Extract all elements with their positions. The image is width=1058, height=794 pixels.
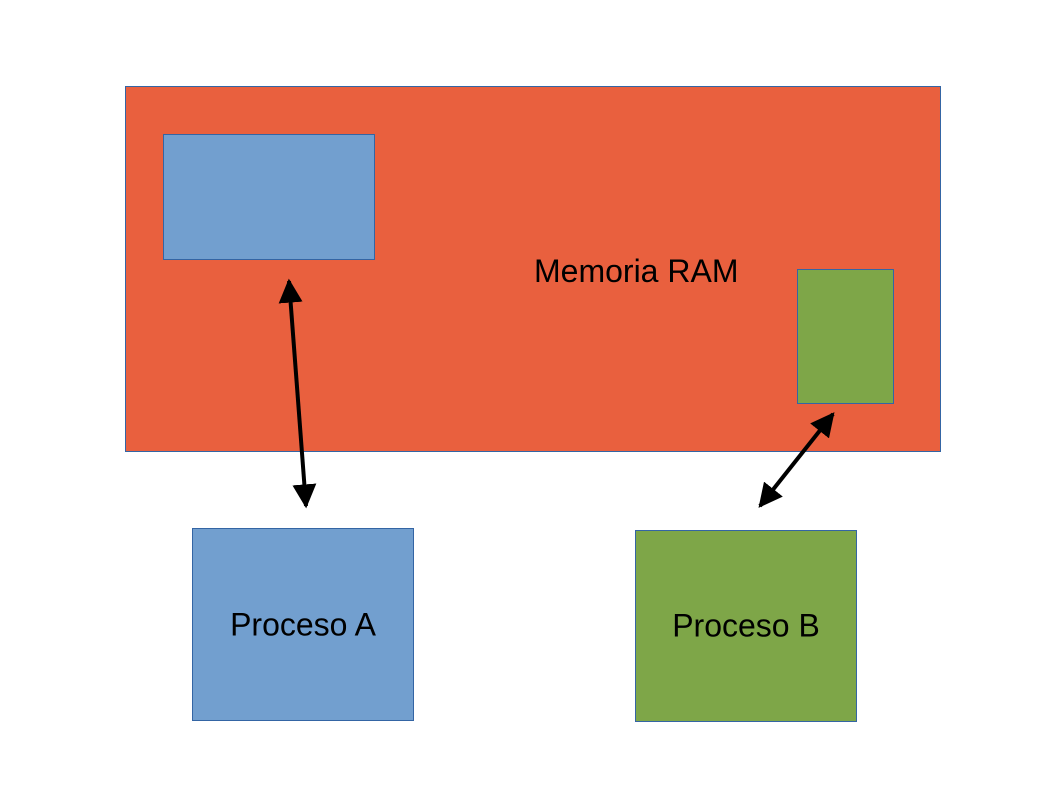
process-a-box: Proceso A [192, 528, 414, 721]
process-b-box: Proceso B [635, 530, 857, 722]
memory-ram-label: Memoria RAM [534, 253, 739, 289]
process-b-label: Proceso B [672, 607, 820, 644]
memory-segment-a [163, 134, 375, 260]
memory-segment-b [797, 269, 894, 404]
process-a-label: Proceso A [230, 606, 376, 642]
